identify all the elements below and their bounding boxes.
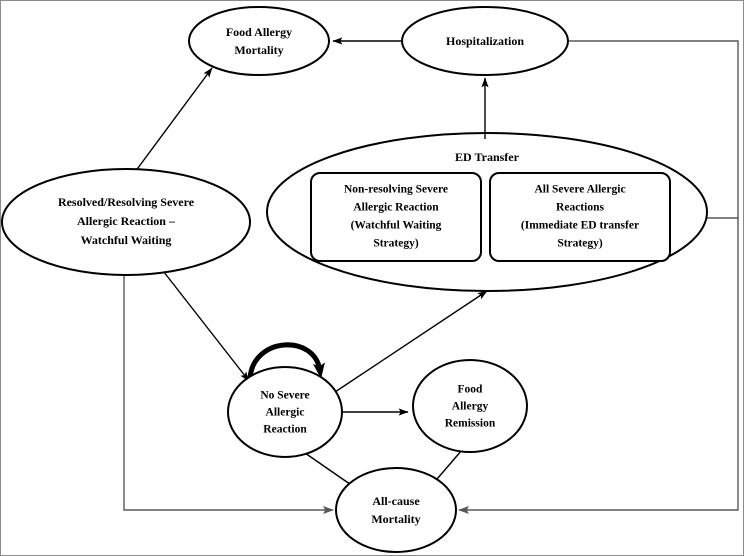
edge-hospitalization-to-ed-transfer-route (568, 40, 739, 219)
all-severe-allergic-reactions-box[interactable] (489, 172, 671, 262)
non-resolving-severe-line-3: (Watchful Waiting (351, 220, 442, 232)
non-resolving-severe-line-2: Allergic Reaction (353, 202, 439, 214)
hospitalization-label: Hospitalization (446, 34, 524, 48)
resolved-resolving-line-1: Resolved/Resolving Severe (58, 195, 195, 209)
edge-resolved-to-all-cause-mortality-route (123, 268, 334, 514)
all-severe-line-3: (Immediate ED transfer (521, 220, 639, 232)
node-food-allergy-remission[interactable]: Food Allergy Remission (412, 359, 528, 453)
edge-resolved-to-food-allergy-mortality (131, 67, 213, 177)
hospitalization-ellipse[interactable] (401, 6, 569, 76)
no-severe-line-2: Allergic (266, 407, 305, 419)
non-resolving-severe-line-1: Non-resolving Severe (344, 184, 448, 196)
subnode-all-severe-allergic-reactions[interactable]: All Severe Allergic Reactions (Immediate… (489, 172, 671, 262)
no-severe-line-1: No Severe (260, 390, 309, 402)
all-severe-line-1: All Severe Allergic (534, 184, 625, 196)
node-food-allergy-mortality[interactable]: Food Allergy Mortality (188, 6, 330, 76)
all-severe-line-2: Reactions (556, 202, 604, 214)
food-allergy-remission-ellipse[interactable] (412, 359, 528, 453)
resolved-resolving-line-3: Watchful Waiting (81, 233, 172, 247)
all-severe-line-4: Strategy) (557, 238, 603, 250)
all-cause-mortality-line-1: All-cause (372, 494, 420, 508)
no-severe-line-3: Reaction (263, 424, 307, 436)
node-all-cause-mortality[interactable]: All-cause Mortality (335, 467, 457, 553)
all-cause-mortality-ellipse[interactable] (335, 467, 457, 553)
edge-no-severe-self-loop (247, 342, 325, 380)
all-cause-mortality-line-2: Mortality (371, 512, 420, 526)
edge-no-severe-to-all-cause-mortality (304, 452, 358, 490)
non-resolving-severe-box[interactable] (310, 172, 482, 262)
ed-transfer-label: ED Transfer (455, 150, 520, 164)
subnode-non-resolving-severe[interactable]: Non-resolving Severe Allergic Reaction (… (310, 172, 482, 262)
resolved-resolving-line-2: Allergic Reaction – (77, 214, 176, 228)
resolved-resolving-ellipse[interactable] (1, 168, 251, 276)
food-allergy-remission-line-2: Allergy (452, 401, 489, 413)
non-resolving-severe-line-4: Strategy) (373, 238, 419, 250)
edge-no-severe-to-ed-transfer (321, 290, 488, 402)
no-severe-allergic-reaction-ellipse[interactable] (227, 366, 343, 458)
edge-resolved-to-no-severe (154, 259, 250, 382)
node-no-severe-allergic-reaction[interactable]: No Severe Allergic Reaction (227, 366, 343, 458)
food-allergy-mortality-ellipse[interactable] (188, 6, 330, 76)
edge-ed-transfer-to-all-cause-mortality-route (458, 218, 739, 514)
node-resolved-resolving[interactable]: Resolved/Resolving Severe Allergic React… (1, 168, 251, 276)
node-hospitalization[interactable]: Hospitalization (401, 6, 569, 76)
food-allergy-mortality-line-1: Food Allergy (226, 25, 292, 39)
food-allergy-remission-line-3: Remission (445, 418, 496, 430)
food-allergy-mortality-line-2: Mortality (234, 43, 283, 57)
food-allergy-remission-line-1: Food (458, 384, 484, 396)
